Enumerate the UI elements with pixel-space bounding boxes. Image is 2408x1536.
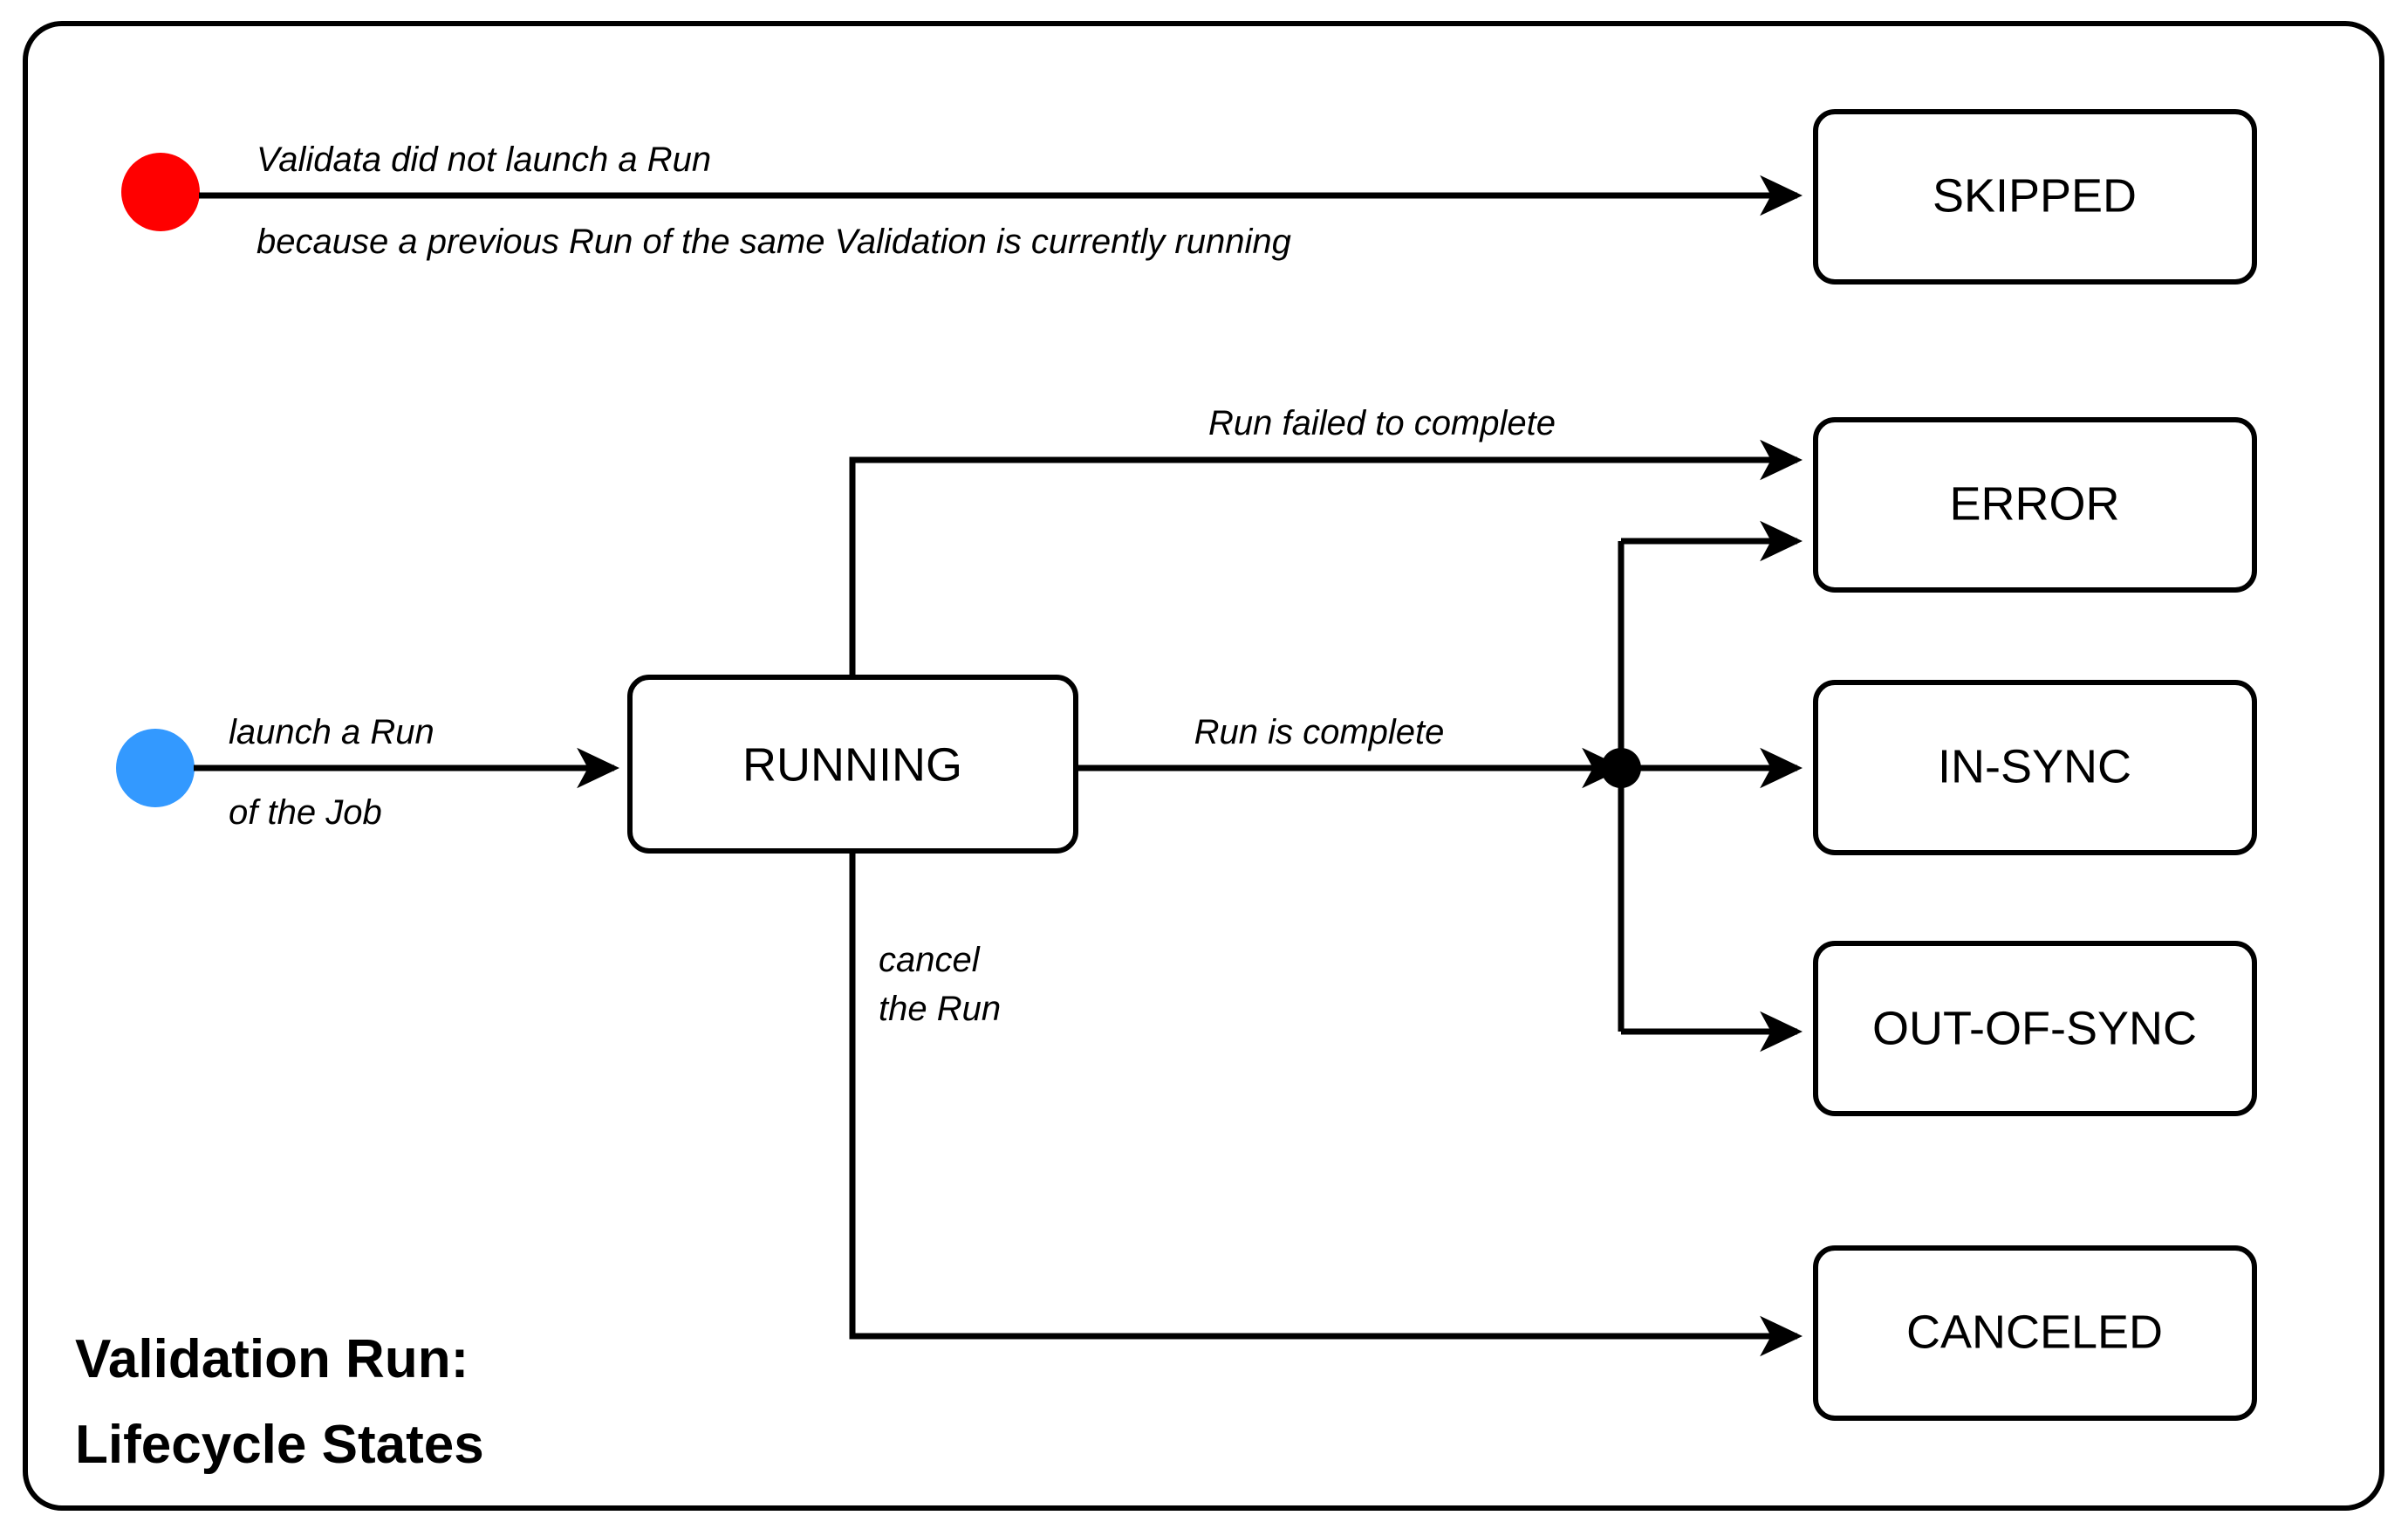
edge-label-launch-line2: of the Job (229, 793, 382, 832)
edge-label-run-complete: Run is complete (1194, 713, 1445, 751)
diagram-title-line2: Lifecycle States (75, 1415, 484, 1475)
edge-running-to-error (849, 439, 1803, 675)
state-box-in-sync[interactable] (1813, 680, 2257, 855)
state-label-canceled: CANCELED (1906, 1306, 2163, 1358)
state-label-running: RUNNING (742, 738, 962, 791)
edge-label-cancel-line1: cancel (879, 941, 981, 979)
edge-label-skipped-line1: Validata did not launch a Run (257, 141, 711, 179)
state-box-canceled[interactable] (1813, 1245, 2257, 1421)
state-box-error[interactable] (1813, 417, 2257, 593)
red-start-node (121, 153, 200, 231)
state-label-out-of-sync: OUT-OF-SYNC (1872, 1002, 2197, 1054)
state-box-skipped[interactable] (1813, 109, 2257, 285)
diagram-title-line1: Validation Run: (75, 1329, 469, 1389)
state-label-in-sync: IN-SYNC (1938, 740, 2131, 792)
edge-label-skipped-line2: because a previous Run of the same Valid… (257, 223, 1291, 261)
state-label-error: ERROR (1949, 477, 2119, 530)
state-box-out-of-sync[interactable] (1813, 941, 2257, 1116)
edge-label-run-failed: Run failed to complete (1208, 404, 1556, 442)
edge-label-launch-line1: launch a Run (229, 713, 434, 751)
state-box-running[interactable] (627, 675, 1078, 854)
blue-start-node (116, 729, 195, 807)
junction-dot (1601, 748, 1641, 788)
edge-label-cancel-line2: the Run (879, 990, 1001, 1028)
edge-running-to-canceled (849, 852, 1803, 1357)
state-label-skipped: SKIPPED (1933, 169, 2137, 222)
